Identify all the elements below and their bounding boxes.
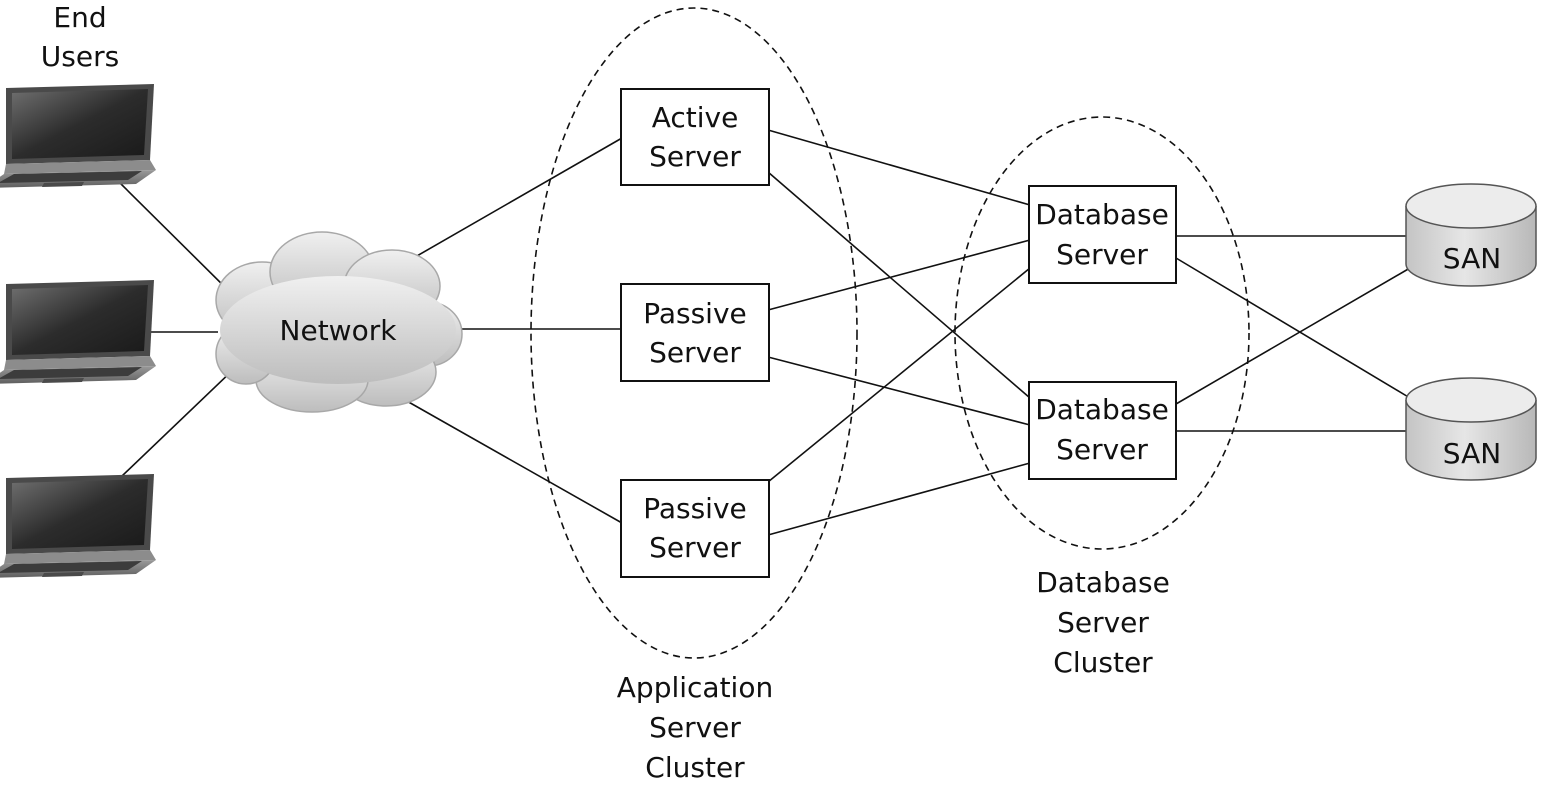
server-label-line1: Active <box>652 101 739 134</box>
link-laptop1-network <box>119 182 239 301</box>
network-cloud: Network <box>215 231 463 413</box>
end-users-label-line2: Users <box>41 40 119 73</box>
laptop-icon <box>0 280 156 384</box>
cylinder-icon <box>1405 377 1537 481</box>
database-server-box: Database Server <box>1028 381 1177 480</box>
database-server-cluster-boundary <box>954 116 1250 550</box>
link-passive2-db1 <box>767 267 1031 483</box>
database-server-box: Database Server <box>1028 185 1177 284</box>
san-label: SAN <box>1443 437 1501 470</box>
link-active-db2 <box>767 171 1031 399</box>
db-cluster-line2: Server <box>1057 606 1149 639</box>
laptop-icon <box>0 474 156 578</box>
san-label: SAN <box>1443 242 1501 275</box>
app-cluster-line2: Server <box>649 711 741 744</box>
app-cluster-line3: Cluster <box>645 751 745 784</box>
database-servers: Database Server Database Server <box>1028 185 1177 480</box>
connection-lines <box>119 129 1411 536</box>
passive-server-box: Passive Server <box>620 479 770 578</box>
db-server-label-line1: Database <box>1035 198 1169 231</box>
application-server-cluster-boundary <box>530 7 858 659</box>
db-server-label-line2: Server <box>1056 433 1148 466</box>
server-label-line1: Passive <box>643 492 747 525</box>
laptop-icon <box>0 84 156 188</box>
link-passive2-db2 <box>767 462 1031 536</box>
server-label-line1: Passive <box>643 297 747 330</box>
db-cluster-line3: Cluster <box>1053 646 1153 679</box>
end-users-label-line1: End <box>53 1 106 34</box>
passive-server-box: Passive Server <box>620 283 770 382</box>
link-active-db1 <box>767 129 1031 206</box>
network-label: Network <box>280 314 398 347</box>
active-server-box: Active Server <box>620 88 770 186</box>
link-network-passive2 <box>397 395 623 524</box>
server-label-line2: Server <box>649 336 741 369</box>
san-storage: SAN SAN <box>1405 183 1537 481</box>
server-label-line2: Server <box>649 531 741 564</box>
app-cluster-line1: Application <box>617 671 773 704</box>
db-server-label-line2: Server <box>1056 238 1148 271</box>
link-laptop3-network <box>121 366 237 477</box>
database-server-cluster-caption: Database Server Cluster <box>1036 566 1170 679</box>
db-server-label-line1: Database <box>1035 393 1169 426</box>
db-cluster-line1: Database <box>1036 566 1170 599</box>
link-passive1-db2 <box>767 356 1031 426</box>
link-db1-san2 <box>1175 257 1411 399</box>
end-users-group: End Users <box>0 1 156 578</box>
link-network-active <box>395 137 623 269</box>
server-label-line2: Server <box>649 140 741 173</box>
link-db2-san1 <box>1175 267 1411 405</box>
link-passive1-db1 <box>767 239 1031 311</box>
cylinder-icon <box>1405 183 1537 287</box>
application-servers: Active Server Passive Server Passive Ser… <box>620 88 770 578</box>
application-server-cluster-caption: Application Server Cluster <box>617 671 773 784</box>
